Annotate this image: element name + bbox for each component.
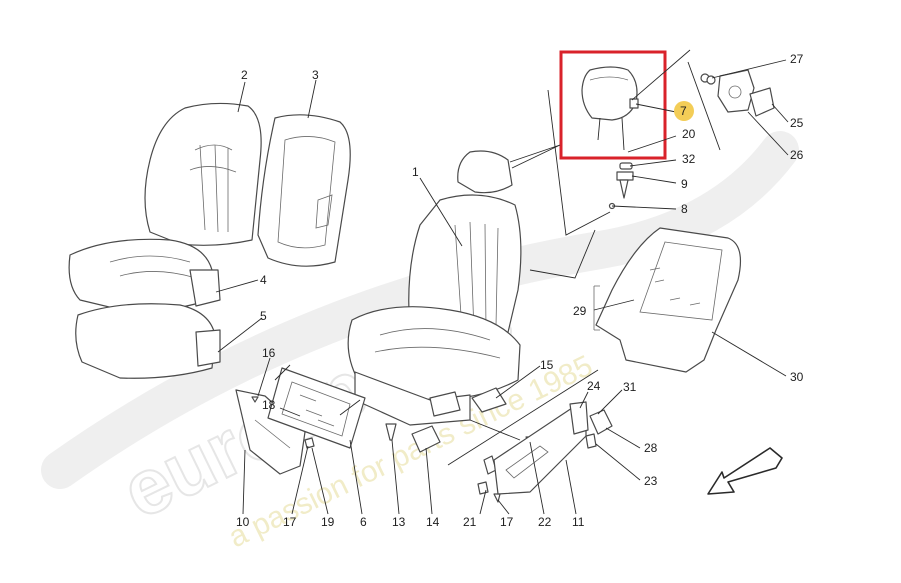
callout-26: 26 — [790, 148, 804, 162]
callout-11: 11 — [572, 515, 585, 529]
seat-back-cover — [144, 102, 262, 246]
callout-28: 28 — [644, 441, 658, 455]
callout-18: 18 — [262, 398, 276, 412]
headrest-adjuster — [700, 69, 775, 117]
callout-5: 5 — [260, 309, 267, 323]
callout-6: 6 — [360, 515, 367, 529]
backrest-rear-panel — [593, 227, 741, 373]
callout-30: 30 — [790, 370, 804, 384]
callout-2: 2 — [241, 68, 248, 82]
callout-22: 22 — [538, 515, 552, 529]
seat-adjustment-frame — [267, 367, 366, 449]
callout-19: 19 — [321, 515, 335, 529]
callout-4: 4 — [260, 273, 267, 287]
callout-21: 21 — [463, 515, 477, 529]
callout-3: 3 — [312, 68, 319, 82]
callout-13: 13 — [392, 515, 406, 529]
highlight-box — [559, 50, 667, 160]
callout-17-left: 17 — [283, 515, 297, 529]
callout-24: 24 — [587, 379, 601, 393]
callout-29: 29 — [573, 304, 587, 318]
callout-25: 25 — [790, 116, 804, 130]
callout-20: 20 — [682, 127, 696, 141]
callout-labels: 1 2 3 4 5 6 7 8 9 10 11 13 14 15 16 17 1… — [236, 52, 804, 529]
headrest-guide — [608, 162, 634, 210]
callout-31: 31 — [623, 380, 637, 394]
headrest-assembly — [559, 50, 667, 160]
callout-leaders — [215, 59, 789, 515]
callout-15: 15 — [540, 358, 554, 372]
callout-7: 7 — [680, 104, 687, 118]
callout-8: 8 — [681, 202, 688, 216]
callout-16: 16 — [262, 346, 276, 360]
callout-32: 32 — [682, 152, 696, 166]
seat-back-panel — [257, 114, 351, 267]
seat-cushion-cover — [68, 238, 221, 313]
callout-14: 14 — [426, 515, 440, 529]
highlight-marker — [674, 101, 694, 121]
callout-17-right: 17 — [500, 515, 514, 529]
callout-10: 10 — [236, 515, 250, 529]
grouping-lines — [274, 49, 721, 466]
arrow-down-left-icon — [707, 447, 783, 495]
seat-switch — [411, 387, 507, 453]
side-trim-cover — [235, 389, 306, 475]
complete-seat — [347, 150, 522, 426]
callout-1: 1 — [412, 165, 419, 179]
callout-23: 23 — [644, 474, 658, 488]
callout-27: 27 — [790, 52, 804, 66]
callout-9: 9 — [681, 177, 688, 191]
seat-cushion-pad — [75, 303, 221, 379]
seat-headrest — [457, 150, 513, 194]
